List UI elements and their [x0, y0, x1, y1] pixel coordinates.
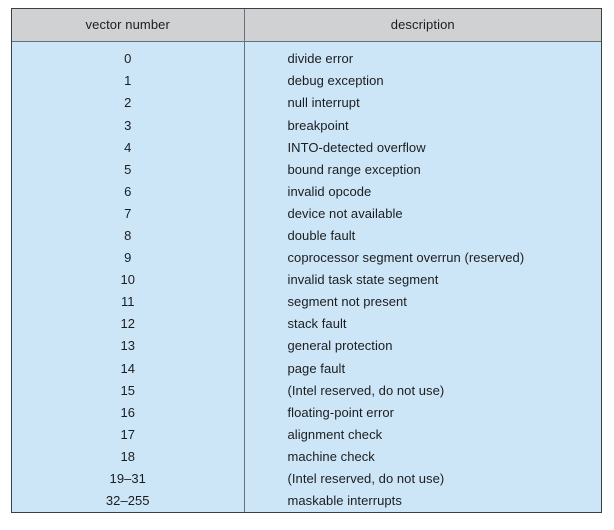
header-row: vector number description — [12, 9, 601, 42]
cell-vector-number: 2 — [12, 91, 245, 115]
cell-description: debug exception — [244, 69, 601, 92]
cell-description: INTO-detected overflow — [244, 136, 601, 159]
cell-vector-number: 1 — [12, 69, 245, 92]
cell-vector-number: 17 — [12, 423, 245, 446]
cell-description: breakpoint — [244, 114, 601, 137]
cell-description: stack fault — [244, 312, 601, 335]
cell-vector-number: 3 — [12, 114, 245, 137]
cell-description: divide error — [244, 41, 601, 70]
cell-description: alignment check — [244, 423, 601, 446]
column-header-vector-number: vector number — [12, 9, 245, 42]
cell-vector-number: 15 — [12, 379, 245, 402]
cell-description: maskable interrupts — [244, 489, 601, 512]
cell-vector-number: 19–31 — [12, 467, 245, 490]
cell-vector-number: 14 — [12, 357, 245, 380]
cell-description: floating-point error — [244, 401, 601, 424]
cell-description: machine check — [244, 445, 601, 468]
cell-vector-number: 11 — [12, 290, 245, 313]
cell-description: general protection — [244, 335, 601, 358]
column-header-description: description — [244, 9, 601, 42]
cell-description: bound range exception — [244, 158, 601, 181]
cell-vector-number: 7 — [12, 202, 245, 225]
cell-vector-number: 5 — [12, 158, 245, 181]
cell-vector-number: 9 — [12, 246, 245, 269]
cell-description: coprocessor segment overrun (reserved) — [244, 246, 601, 269]
cell-vector-number: 0 — [12, 41, 245, 70]
cell-vector-number: 4 — [12, 136, 245, 159]
cell-description: invalid task state segment — [244, 268, 601, 291]
cell-vector-number: 18 — [12, 445, 245, 468]
cell-vector-number: 13 — [12, 335, 245, 358]
cell-description: double fault — [244, 224, 601, 247]
table-header: vector number description — [12, 9, 601, 42]
cell-description: (Intel reserved, do not use) — [244, 379, 601, 402]
cell-description: segment not present — [244, 290, 601, 313]
cell-vector-number: 16 — [12, 401, 245, 424]
cell-vector-number: 32–255 — [12, 489, 245, 512]
cell-description: page fault — [244, 357, 601, 380]
table-row: 15(Intel reserved, do not use) — [12, 379, 601, 402]
cell-vector-number: 8 — [12, 224, 245, 247]
cell-vector-number: 10 — [12, 268, 245, 291]
cell-description: null interrupt — [244, 91, 601, 115]
cell-description: (Intel reserved, do not use) — [244, 467, 601, 490]
cell-description: invalid opcode — [244, 180, 601, 203]
cell-vector-number: 12 — [12, 312, 245, 335]
cell-description: device not available — [244, 202, 601, 225]
table-row: 19–31(Intel reserved, do not use) — [12, 467, 601, 490]
cell-vector-number: 6 — [12, 180, 245, 203]
